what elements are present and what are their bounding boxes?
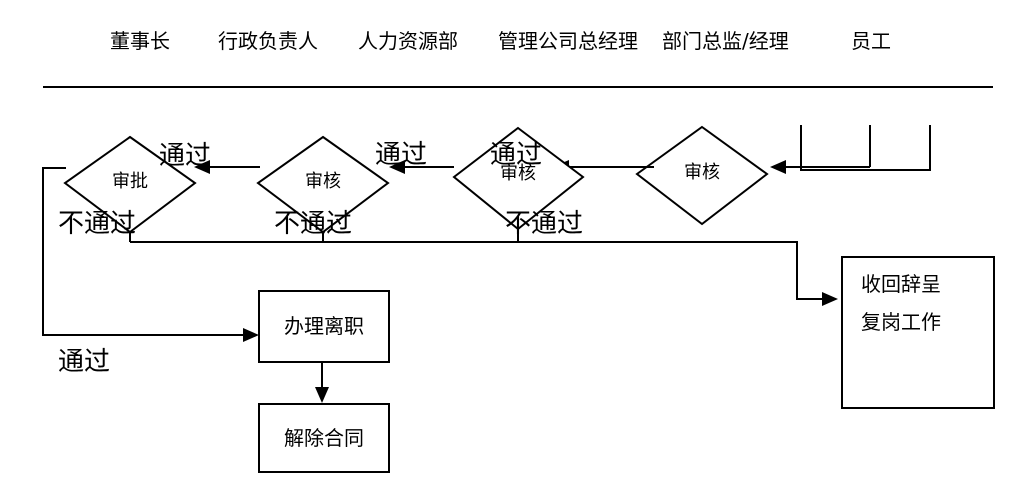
header-employee: 员工 xyxy=(851,29,891,53)
box-terminate-contract-label: 解除合同 xyxy=(284,426,364,450)
label-fail-gm: 不通过 xyxy=(505,209,583,239)
decision-hr-label: 审核 xyxy=(305,171,341,192)
header-chairman: 董事长 xyxy=(110,29,170,53)
header-dept-director: 部门总监/经理 xyxy=(662,29,789,53)
box-withdraw-line1: 收回辞呈 xyxy=(861,272,941,296)
box-withdraw-resignation xyxy=(841,256,995,409)
arrowhead-to-manager xyxy=(770,160,786,174)
decision-chairman-label: 审批 xyxy=(112,171,148,192)
box-handle-resignation-label: 办理离职 xyxy=(284,314,364,338)
label-fail-chairman: 不通过 xyxy=(58,209,136,239)
header-gm: 管理公司总经理 xyxy=(498,29,638,53)
arrowhead-to-chairman xyxy=(194,160,210,174)
arrowhead-to-withdraw xyxy=(822,292,838,306)
box-terminate-contract xyxy=(258,403,390,473)
label-pass-chairman: 通过 xyxy=(159,141,211,171)
decision-dept-director xyxy=(635,125,769,226)
decision-dept-director-label: 审核 xyxy=(684,162,720,183)
label-pass-gm: 通过 xyxy=(490,140,542,170)
header-hr-dept: 人力资源部 xyxy=(358,29,458,53)
box-withdraw-line2: 复岗工作 xyxy=(861,310,941,334)
header-admin-head: 行政负责人 xyxy=(218,29,318,53)
connector-pass-to-handle xyxy=(42,167,244,336)
label-pass-final: 通过 xyxy=(58,347,110,377)
arrowhead-to-terminate xyxy=(315,387,329,403)
label-pass-hr: 通过 xyxy=(375,140,427,170)
box-handle-resignation xyxy=(258,290,390,363)
connector-fail-to-withdraw xyxy=(130,241,823,300)
arrowhead-to-hr xyxy=(389,160,405,174)
decision-gm-label: 审核 xyxy=(500,163,536,184)
label-fail-hr: 不通过 xyxy=(274,209,352,239)
arrowhead-to-handle xyxy=(243,328,259,342)
employee-start-bracket xyxy=(800,125,931,171)
